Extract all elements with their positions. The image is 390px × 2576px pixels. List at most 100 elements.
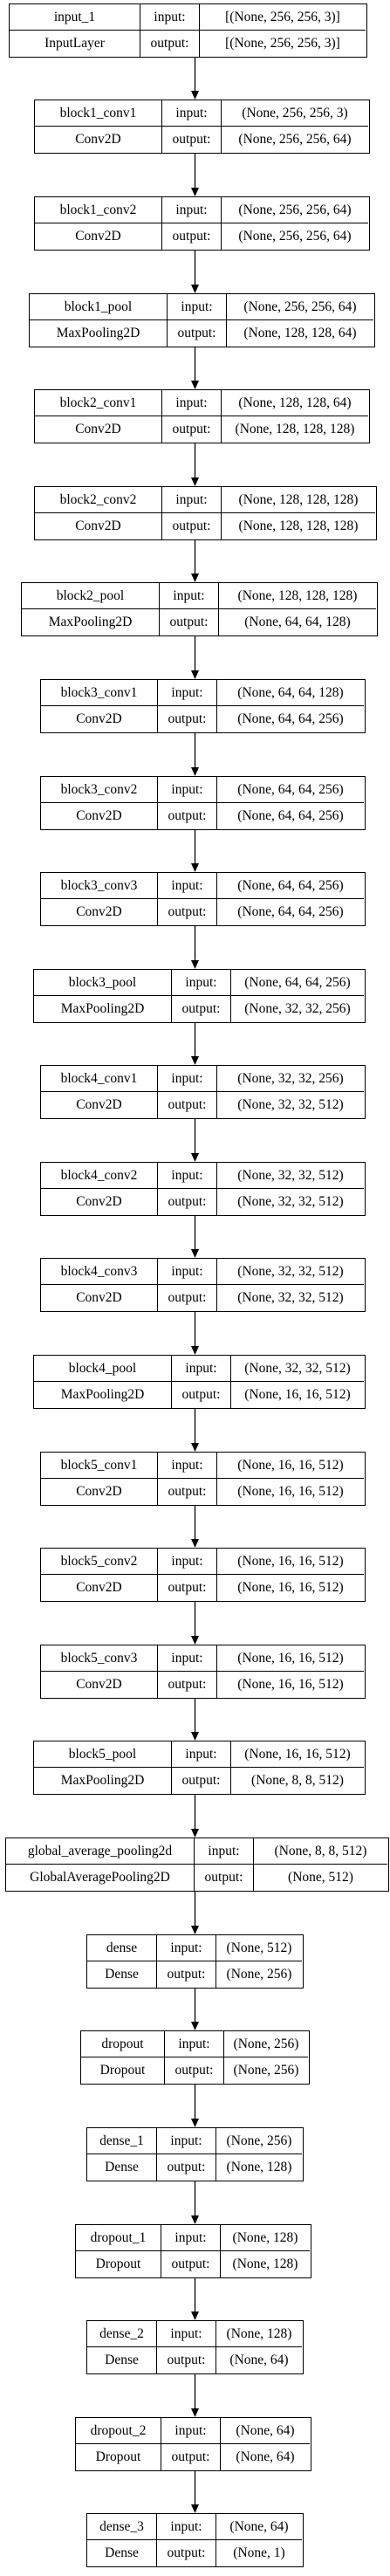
layer-name: dense_3 [87,2514,157,2540]
output-port-label: output: [162,416,222,443]
input-shape: (None, 8, 8, 512) [254,1838,387,1865]
input-port-label: input: [158,1066,217,1092]
layer-name: dropout_1 [76,2225,161,2251]
output-port-label: output: [195,1865,254,1891]
input-shape: (None, 256, 256, 3) [222,100,368,127]
layer-name: block4_conv2 [41,1163,158,1189]
layer-name: input_1 [10,4,140,31]
arrow-head-icon [191,670,199,679]
output-port-label: output: [161,2251,221,2277]
layer-name: block1_pool [30,294,168,320]
output-shape: [(None, 256, 256, 3)] [225,36,340,51]
input-port-label: input: [158,1645,217,1672]
layer-type: Conv2D [41,1575,158,1601]
input-shape: (None, 64, 64, 256) [217,873,364,899]
layer-name: block5_conv3 [41,1645,158,1672]
layer-name: block5_conv1 [41,1453,158,1479]
layer-name: dense_2 [87,2321,157,2347]
layer-type: Conv2D [41,1092,158,1118]
output-shape: (None, 64) [229,2353,289,2367]
output-port-label: output: [168,320,227,347]
arrow-head-icon [191,1829,199,1838]
layer-type: Dense [87,2540,157,2566]
output-shape: (None, 16, 16, 512) [244,1387,351,1402]
arrow-head-icon [191,2119,199,2127]
layer-type: Conv2D [41,1285,158,1311]
output-shape: (None, 256) [226,1967,292,1982]
output-port-label: output: [157,2154,216,2181]
input-shape: (None, 64, 64, 256) [231,970,364,996]
output-shape: (None, 32, 32, 512) [237,1097,344,1112]
input-port-label: input: [158,1163,217,1189]
output-shape: (None, 256) [233,2063,299,2078]
layer-name: dropout_2 [76,2418,161,2444]
layer-type: Dense [87,1961,157,1988]
arrow-head-icon [191,2408,199,2417]
input-shape: (None, 256) [216,2128,302,2154]
layer-name: dropout [81,2031,165,2057]
output-port-label: output: [172,996,231,1022]
output-port-label: output: [157,2540,216,2566]
arrow-head-icon [191,1346,199,1355]
layer-type: Dropout [76,2251,161,2277]
layer-name: block2_conv1 [35,390,162,416]
input-shape: (None, 128, 128, 64) [222,390,368,416]
output-port-label: output: [162,127,222,153]
arrow-head-icon [191,2215,199,2224]
output-shape: (None, 32, 32, 256) [244,1001,351,1016]
output-port-label: output: [158,803,217,829]
input-shape: (None, 128) [221,2225,310,2251]
layer-type: Conv2D [35,416,162,443]
arrow-head-icon [191,574,199,582]
layer-name: block3_pool [34,970,172,996]
input-port-label: input: [162,487,222,513]
output-shape: (None, 32, 32, 512) [237,1194,344,1209]
arrow-head-icon [191,477,199,486]
input-shape: (None, 16, 16, 512) [217,1645,364,1672]
arrow-head-icon [191,2312,199,2320]
output-port-label: output: [162,513,222,539]
output-port-label: output: [158,1479,217,1505]
input-port-label: input: [172,1356,231,1382]
layer-type: Conv2D [41,1189,158,1215]
input-shape: (None, 512) [216,1935,302,1961]
input-port-label: input: [162,100,222,127]
output-port-label: output: [140,31,200,57]
layer-type: MaxPooling2D [34,1768,172,1794]
input-shape: [(None, 256, 256, 3)] [200,4,366,31]
layer-name: block4_pool [34,1356,172,1382]
arrow-head-icon [191,863,199,872]
output-port-label: output: [161,2444,221,2470]
output-port-label: output: [158,1189,217,1215]
input-shape: (None, 16, 16, 512) [217,1453,364,1479]
input-port-label: input: [195,1838,254,1865]
input-shape: (None, 64, 64, 256) [217,777,364,803]
output-shape: (None, 128) [226,2160,292,2174]
input-shape: (None, 64) [221,2418,310,2444]
output-shape: (None, 16, 16, 512) [237,1677,344,1692]
input-port-label: input: [165,2031,224,2057]
input-shape: (None, 256, 256, 64) [227,294,373,320]
output-port-label: output: [158,1092,217,1118]
output-shape: (None, 64, 64, 256) [237,711,344,726]
input-shape: (None, 32, 32, 512) [217,1259,364,1285]
input-shape: (None, 16, 16, 512) [217,1549,364,1575]
layer-type: InputLayer [10,31,140,57]
input-port-label: input: [158,873,217,899]
input-shape: (None, 256) [224,2031,308,2057]
output-port-label: output: [158,1672,217,1698]
output-shape: (None, 64, 64, 256) [237,808,344,823]
output-port-label: output: [158,1575,217,1601]
